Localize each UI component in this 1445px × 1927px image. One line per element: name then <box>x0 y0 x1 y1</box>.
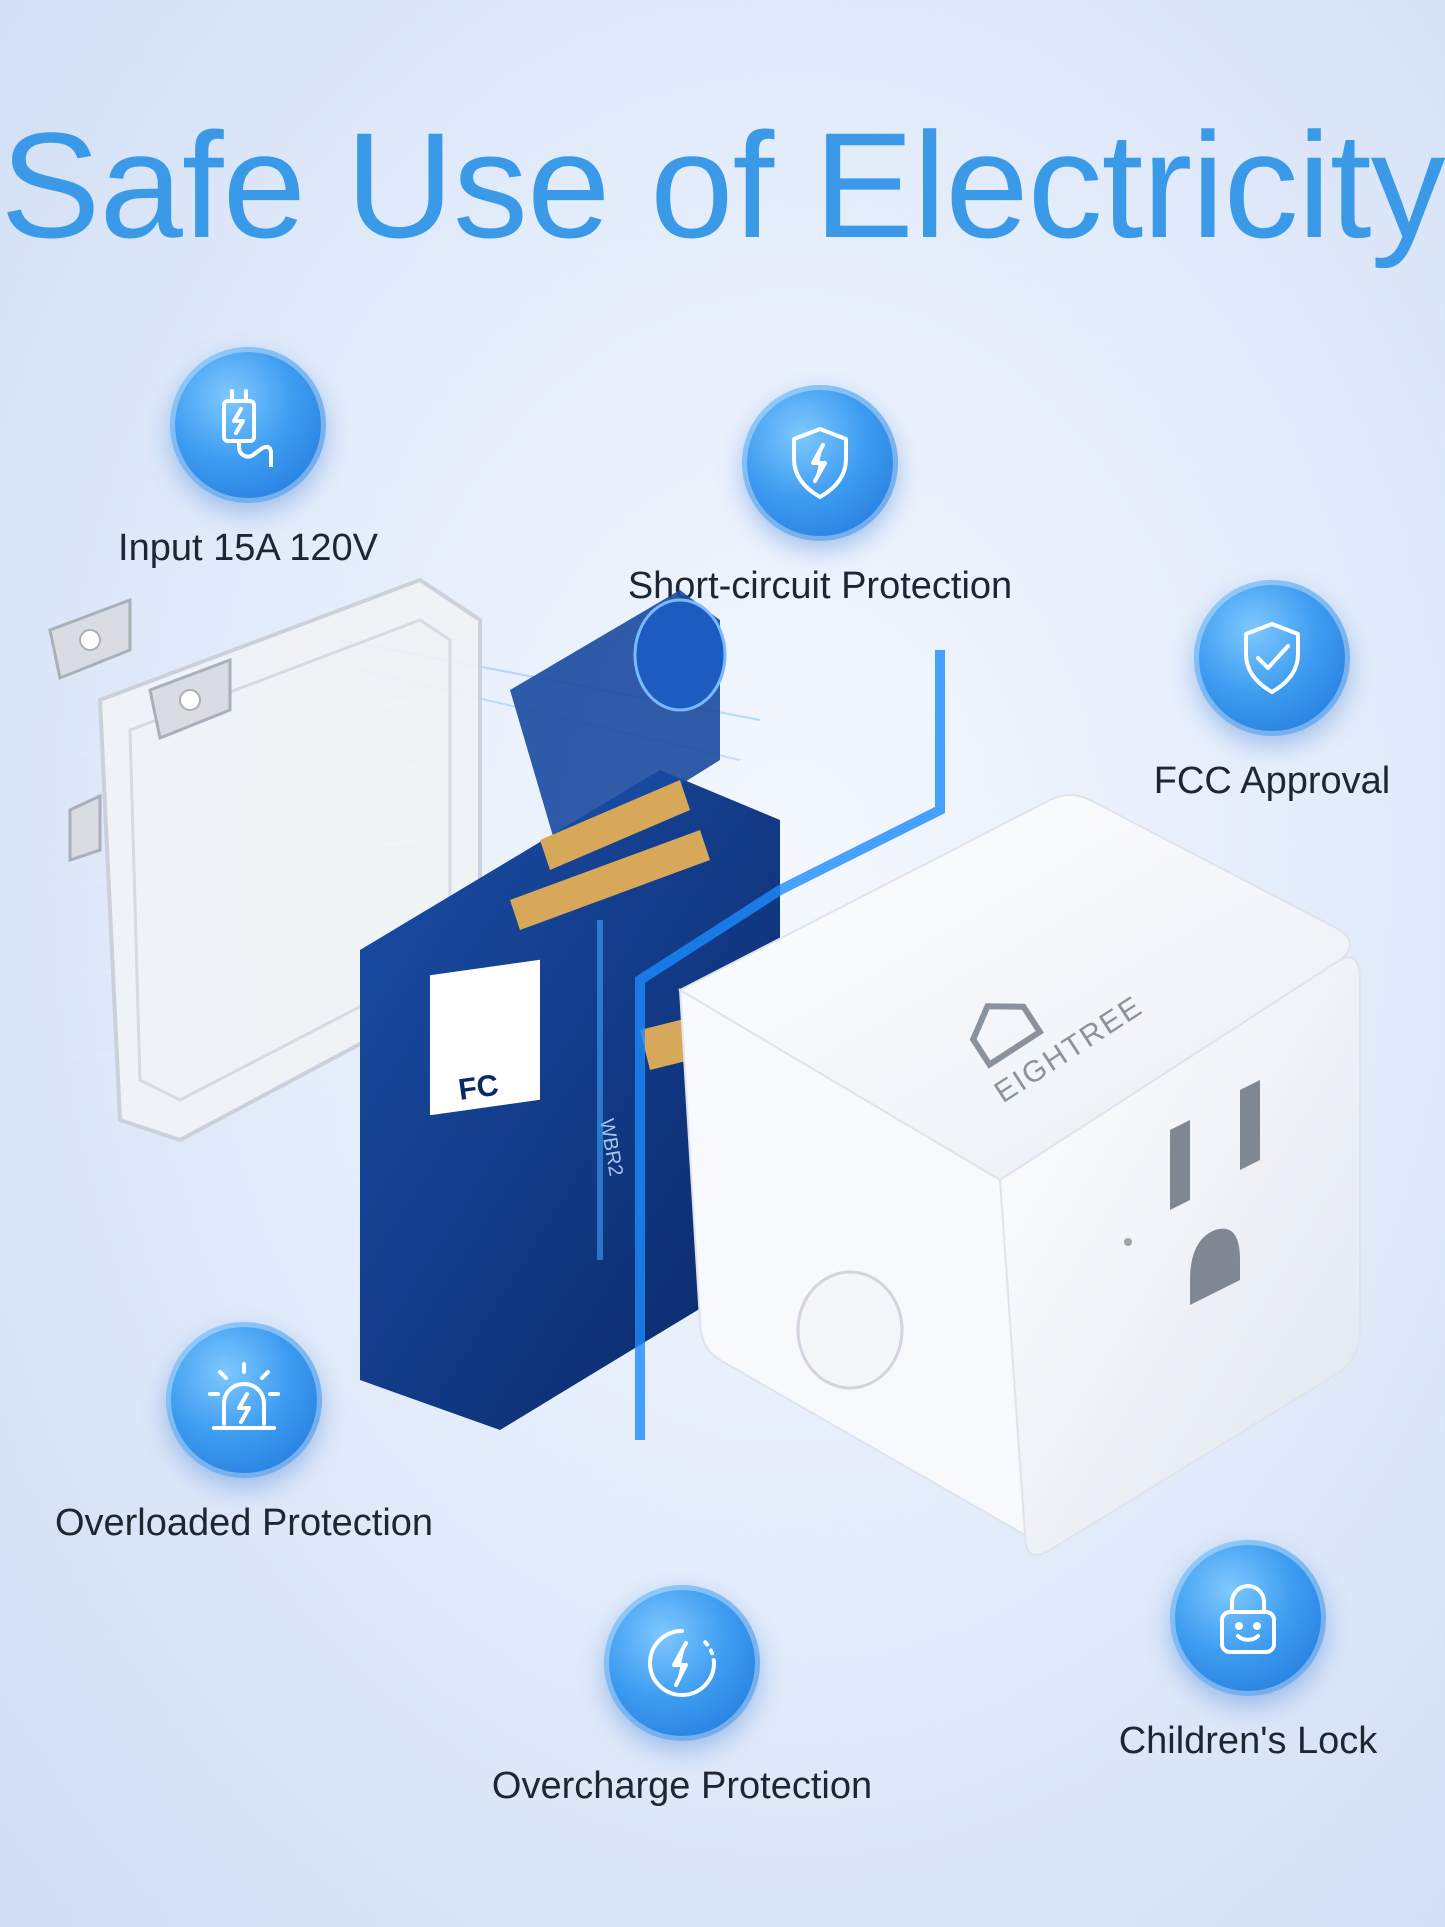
siren-bolt-icon <box>166 1322 322 1478</box>
status-led <box>1124 1238 1132 1246</box>
feature-label: FCC Approval <box>1153 760 1391 802</box>
feature-label: Input 15A 120V <box>118 527 378 569</box>
shield-check-icon <box>1194 580 1350 736</box>
feature-input: Input 15A 120V <box>8 347 488 570</box>
feature-label: Overloaded Protection <box>54 1502 434 1544</box>
outlet-slot-right <box>1240 1080 1260 1170</box>
smiley-lock-icon <box>1170 1540 1326 1696</box>
outlet-ground <box>1190 1228 1240 1305</box>
feature-overloaded: Overloaded Protection <box>4 1322 484 1545</box>
smart-plug-cube: EIGHTREE <box>677 794 1361 1556</box>
feature-overcharge: Overcharge Protection <box>442 1585 922 1808</box>
smart-plug-illustration: FC WBR2 EIGHTREE <box>40 577 1361 1556</box>
feature-label: Overcharge Protection <box>491 1765 873 1807</box>
circle-bolt-icon <box>604 1585 760 1741</box>
feature-fcc: FCC Approval <box>1032 580 1445 803</box>
feature-label: Children's Lock <box>1118 1720 1378 1762</box>
board-fcc-mark: FC <box>456 1069 500 1107</box>
circuit-board: FC WBR2 <box>360 590 945 1440</box>
page-title: Safe Use of Electricity <box>0 101 1445 269</box>
outlet-slot-left <box>1170 1120 1190 1210</box>
power-button <box>796 1270 904 1390</box>
shield-bolt-icon <box>742 385 898 541</box>
feature-short-circuit: Short-circuit Protection <box>580 385 1060 608</box>
feature-childrens-lock: Children's Lock <box>1008 1540 1445 1763</box>
plug-charging-icon <box>170 347 326 503</box>
